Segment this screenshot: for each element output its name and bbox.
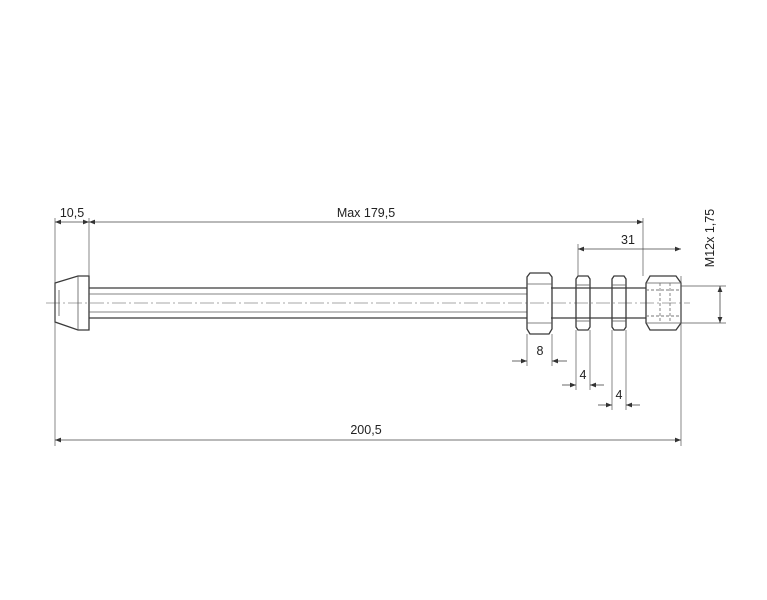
dim-ring-small-1: 4 — [580, 368, 587, 382]
dim-ring-large: 8 — [537, 344, 544, 358]
dimension-lines — [55, 219, 723, 443]
threaded-end — [645, 275, 682, 331]
extension-lines — [54, 218, 726, 446]
dim-max-length: Max 179,5 — [337, 206, 395, 220]
small-ring-2 — [611, 275, 627, 331]
dim-thread-spec: M12x 1,75 — [703, 209, 717, 267]
dim-overall-length: 200,5 — [350, 423, 381, 437]
small-ring-1 — [575, 275, 591, 331]
dim-ring-small-2: 4 — [616, 388, 623, 402]
shaft — [89, 287, 646, 319]
large-ring — [526, 272, 553, 335]
dim-thread-length: 31 — [621, 233, 635, 247]
dim-flange-width: 10,5 — [60, 206, 84, 220]
